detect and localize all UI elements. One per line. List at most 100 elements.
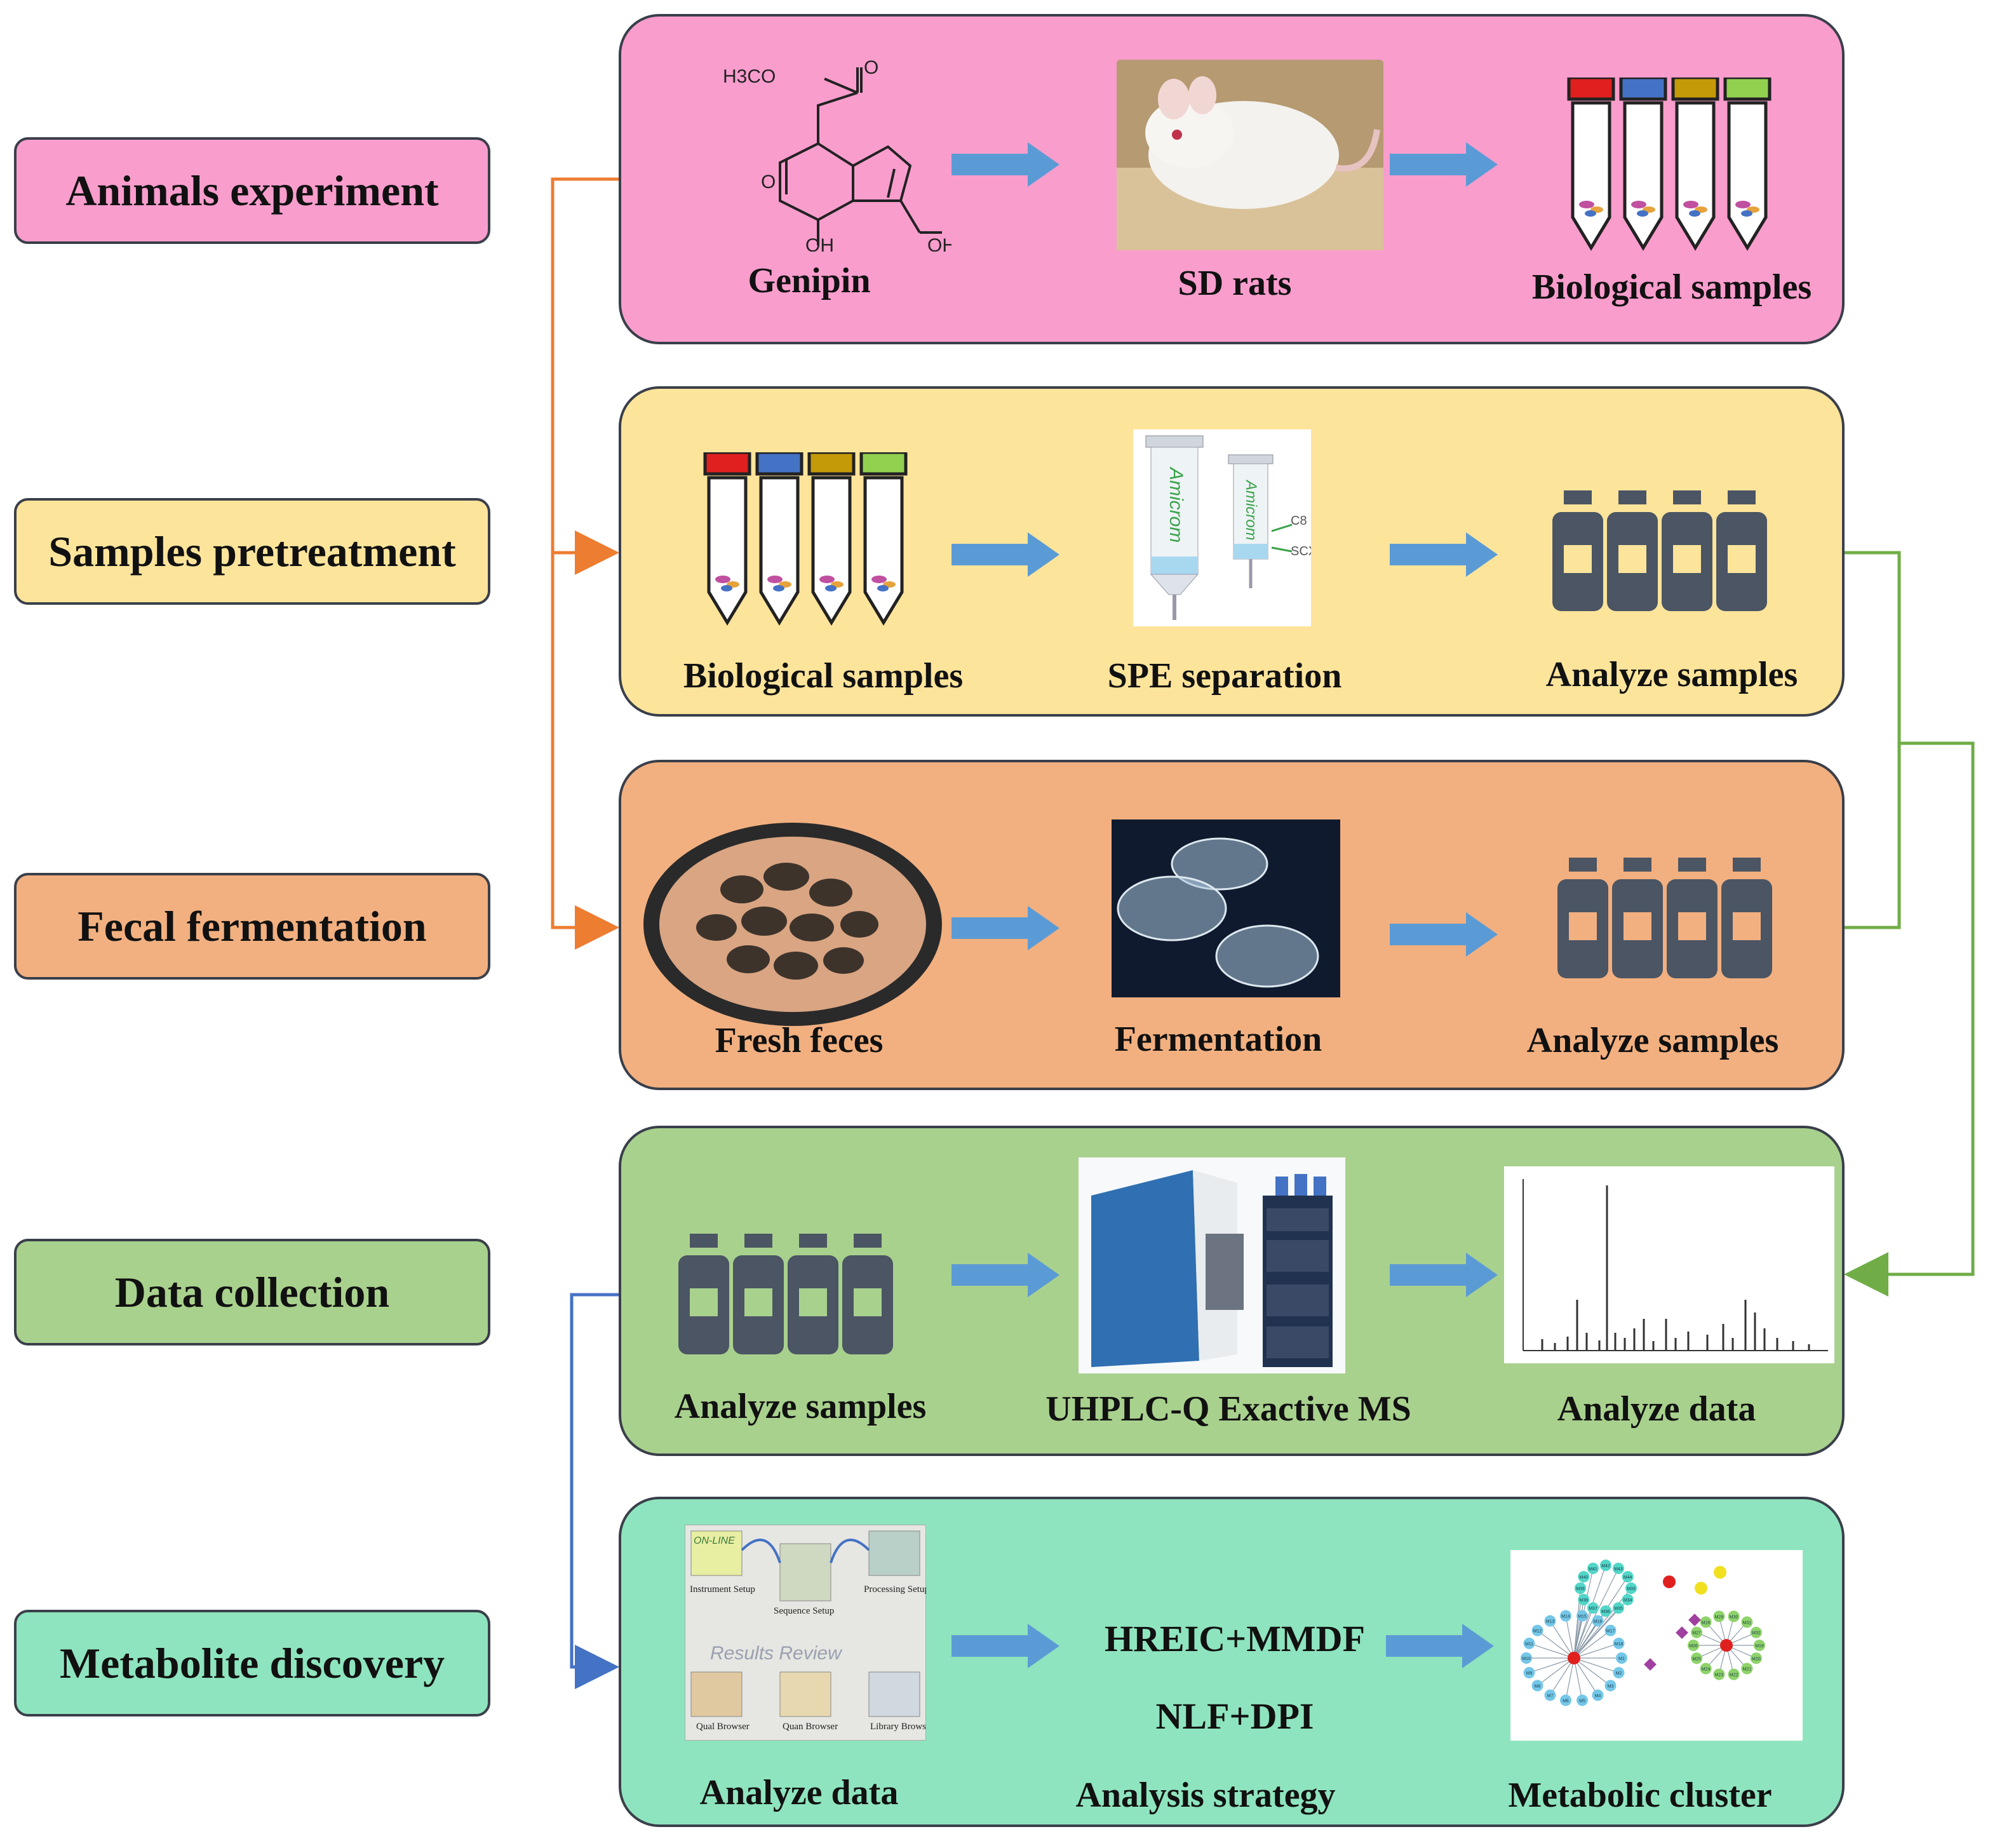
sw-quan-label: Quan Browser	[783, 1722, 838, 1732]
sw-results-label: Results Review	[710, 1643, 843, 1664]
network-node	[1750, 1626, 1762, 1638]
network-node-label: M26	[1689, 1644, 1698, 1649]
network-node-label: M36	[1601, 1610, 1610, 1614]
network-node-label: M41	[1589, 1567, 1597, 1572]
network-node	[1544, 1689, 1556, 1701]
network-node	[1691, 1652, 1703, 1664]
network-node-label: M20	[1752, 1657, 1761, 1661]
spe-brand-label: Amicrom	[1166, 466, 1187, 543]
flow-arrow-icon	[1390, 912, 1498, 957]
network-edge	[1537, 1657, 1575, 1686]
network-node-label: M44	[1624, 1575, 1632, 1580]
network-edge	[1529, 1657, 1575, 1673]
network-edge	[1573, 1607, 1619, 1659]
software-workflow-icon: ON-LINE Instrument Setup Sequence Setup …	[685, 1525, 926, 1741]
network-edge	[1573, 1657, 1611, 1686]
mass-spectrometer-icon	[1079, 1157, 1345, 1373]
flow-arrow-icon	[951, 142, 1059, 187]
network-node-label: M7	[1547, 1694, 1554, 1698]
step-fresh-feces: Fresh feces	[715, 1021, 884, 1060]
network-diamond-node	[1688, 1614, 1701, 1626]
network-node	[1578, 1571, 1590, 1582]
network-node	[1728, 1610, 1740, 1622]
network-node	[1691, 1626, 1703, 1638]
network-node	[1713, 1668, 1725, 1680]
network-node-label: M40	[1580, 1575, 1589, 1580]
step-uhplc-ms: UHPLC-Q Exactive MS	[1045, 1389, 1411, 1429]
step-genipin: Genipin	[748, 261, 871, 300]
network-edge	[1573, 1599, 1584, 1659]
network-edge	[1573, 1657, 1619, 1673]
network-node-label: M24	[1702, 1668, 1711, 1672]
flow-arrow-icon	[951, 1624, 1059, 1668]
network-node	[1625, 1582, 1637, 1594]
network-hub-node	[1568, 1652, 1580, 1664]
network-edge	[1549, 1621, 1575, 1659]
network-hub-node	[1720, 1639, 1733, 1652]
step-spe-separation: SPE separation	[1107, 656, 1342, 696]
network-node	[1523, 1637, 1535, 1649]
network-node-label: M34	[1624, 1598, 1632, 1603]
network-node-label: M23	[1715, 1673, 1724, 1678]
network-node-label: M35	[1614, 1607, 1623, 1611]
vials-icon	[1552, 490, 1767, 611]
step-analysis-strategy: Analysis strategy	[1075, 1776, 1336, 1815]
network-node-label: M30	[1730, 1615, 1738, 1619]
flow-arrow-icon	[951, 1253, 1059, 1297]
network-node	[1700, 1616, 1712, 1628]
network-node-label: M11	[1525, 1642, 1533, 1647]
network-node	[1559, 1694, 1571, 1706]
network-node	[1544, 1615, 1556, 1627]
flow-arrow-icon	[1386, 1624, 1494, 1668]
network-node	[1613, 1562, 1624, 1574]
genipin-oh1-label: OH	[805, 235, 834, 252]
network-edge	[1573, 1643, 1619, 1659]
network-node	[1604, 1680, 1617, 1692]
panel-fermentation: Fresh feces Fermentation Analyze samples	[619, 760, 1845, 1090]
network-node	[1559, 1610, 1571, 1622]
network-node-label: M16	[1594, 1620, 1603, 1624]
green-connector-b	[1844, 741, 1975, 1297]
network-node-label: M28	[1702, 1621, 1711, 1625]
network-node-label: M32	[1752, 1631, 1761, 1636]
network-edge	[1537, 1630, 1575, 1659]
network-node	[1713, 1610, 1725, 1622]
step-analyze-data: Analyze data	[1557, 1389, 1756, 1429]
network-node-label: M14	[1561, 1615, 1570, 1619]
network-node	[1587, 1602, 1599, 1614]
network-node-label: M18	[1615, 1642, 1624, 1647]
network-hub-node	[1663, 1575, 1676, 1588]
step-biological-samples: Biological samples	[683, 656, 964, 696]
genipin-ester-label: H3CO	[723, 66, 776, 87]
network-edge	[1529, 1643, 1575, 1659]
network-node	[1600, 1605, 1611, 1617]
stage-label-collection: Data collection	[14, 1239, 490, 1346]
network-node-label: M9	[1526, 1671, 1533, 1676]
step-analyze-samples: Analyze samples	[1545, 655, 1798, 694]
network-node	[1531, 1680, 1543, 1692]
step-fermentation: Fermentation	[1114, 1020, 1322, 1059]
blue-connector	[570, 1293, 619, 1689]
network-node-label: M42	[1601, 1564, 1610, 1568]
sw-qual-label: Qual Browser	[696, 1722, 750, 1732]
flow-arrow-icon	[1390, 1253, 1498, 1297]
network-node-label: M12	[1533, 1629, 1542, 1634]
step-biological-samples: Biological samples	[1531, 267, 1812, 307]
network-node-label: M39	[1576, 1587, 1585, 1591]
sample-tubes-icon	[1567, 78, 1772, 251]
network-node-label: M17	[1606, 1629, 1615, 1634]
strategy-line-1: HREIC+MMDF	[1105, 1618, 1365, 1659]
network-node	[1587, 1562, 1599, 1574]
network-node	[1728, 1668, 1740, 1680]
network-node	[1622, 1571, 1634, 1582]
flow-arrow-icon	[1390, 532, 1498, 577]
network-node	[1531, 1624, 1543, 1636]
network-node-label: M27	[1692, 1631, 1701, 1636]
network-node-label: M29	[1715, 1615, 1724, 1619]
flow-arrow-icon	[1390, 142, 1498, 187]
vials-icon	[678, 1234, 893, 1354]
strategy-line-2: NLF+DPI	[1155, 1696, 1314, 1737]
sw-processing-label: Processing Setup	[864, 1584, 926, 1595]
network-node	[1523, 1667, 1535, 1679]
network-edge	[1565, 1657, 1575, 1701]
